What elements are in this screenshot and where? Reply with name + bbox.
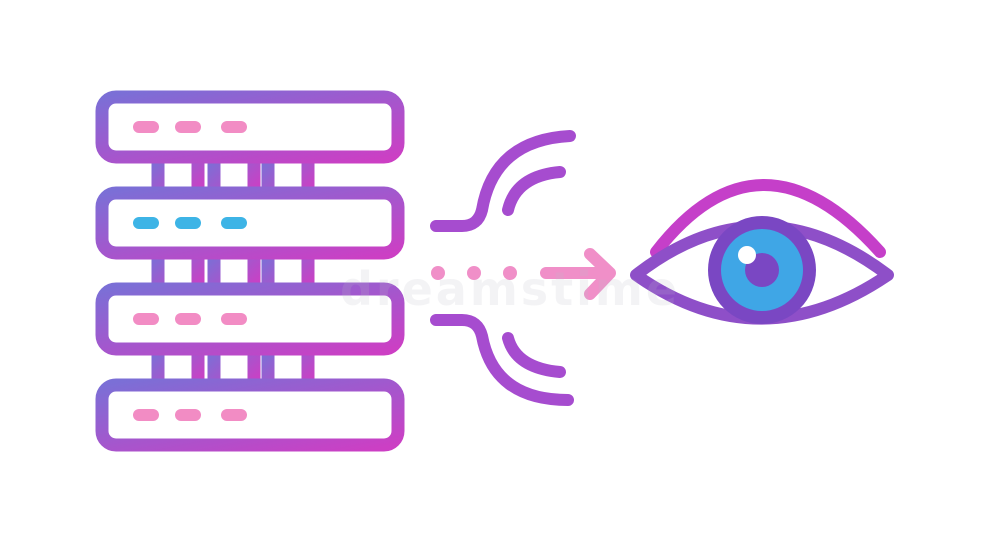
wave-upper-outer — [430, 130, 576, 232]
arrow-shaft-head — [540, 248, 616, 300]
server-unit-body — [95, 90, 405, 164]
eye-outline — [630, 220, 894, 325]
wave-upper-inner — [502, 166, 566, 216]
pupil — [745, 253, 779, 287]
server-led — [133, 409, 159, 421]
server-unit-body — [95, 282, 405, 356]
arrow-dot — [467, 266, 481, 280]
server-unit — [95, 90, 405, 164]
server-unit-body — [95, 378, 405, 452]
server-led — [175, 217, 201, 229]
server-led — [175, 121, 201, 133]
server-led — [133, 217, 159, 229]
signal-waves-icon — [430, 130, 576, 406]
eye-highlight — [738, 246, 756, 264]
server-unit — [95, 186, 405, 260]
eye-lid — [650, 179, 886, 258]
arrow-dot — [431, 266, 445, 280]
server-led — [133, 121, 159, 133]
server-led — [133, 313, 159, 325]
server-unit — [95, 378, 405, 452]
arrow-dot — [503, 266, 517, 280]
server-led — [221, 313, 247, 325]
wave-lower-inner — [502, 332, 566, 378]
eye-icon — [630, 179, 894, 325]
server-led — [221, 409, 247, 421]
wave-lower-outer — [430, 314, 574, 406]
server-led — [221, 121, 247, 133]
server-led — [221, 217, 247, 229]
server-unit-body — [95, 186, 405, 260]
server-led — [175, 313, 201, 325]
dotted-arrow-icon — [431, 248, 616, 300]
server-stack-icon — [95, 90, 405, 452]
server-unit — [95, 282, 405, 356]
server-led — [175, 409, 201, 421]
